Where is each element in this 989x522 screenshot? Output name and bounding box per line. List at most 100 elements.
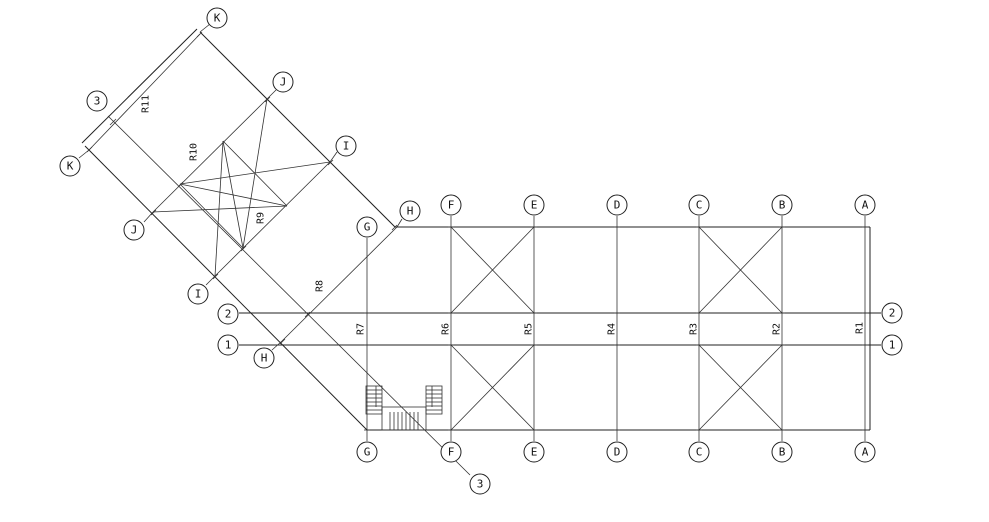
grid-label-k-lower: K — [67, 160, 74, 173]
grid-bubbles-bottom: A B C D E F G — [356, 441, 876, 463]
bracing — [450, 344, 535, 431]
leader-i — [329, 151, 338, 163]
wing-end-line — [81, 28, 198, 144]
leader-i-lower — [205, 275, 216, 286]
frame-labels: R1 R2 R3 R4 R5 R6 R7 R8 R9 R10 R11 — [141, 95, 866, 335]
grid-bubble-a-top — [854, 194, 876, 216]
grid-label-e-top: E — [531, 199, 538, 212]
grid-line-k — [88, 33, 201, 151]
node-ticks — [364, 226, 868, 431]
grid-line-j — [152, 98, 268, 213]
bracing — [214, 140, 224, 277]
grid-bubble-e-top — [523, 194, 545, 216]
grid-label-3-upper: 3 — [94, 95, 101, 108]
grid-bubble-h-upper — [399, 200, 421, 222]
grid-bubble-3-lower — [469, 473, 491, 495]
grid-bubble-f-top — [440, 194, 462, 216]
grid-bubble-i-upper — [335, 135, 357, 157]
grid-bubble-d-bottom — [606, 441, 628, 463]
grid-label-g-bottom: G — [364, 446, 371, 459]
grid-bubble-2-left — [217, 303, 239, 325]
bracing — [450, 226, 535, 314]
grid-bubble-c-top — [688, 194, 710, 216]
rotated-wing — [78, 23, 471, 476]
grid-label-1-right: 1 — [889, 339, 896, 352]
grid-bubble-3-upper — [86, 90, 108, 112]
grid-bubble-d-top — [606, 194, 628, 216]
grid-label-g-top: G — [364, 221, 371, 234]
grid-label-d-top: D — [614, 199, 621, 212]
grid-bubble-j-upper — [272, 71, 294, 93]
grid-bubble-b-top — [771, 194, 793, 216]
grid-label-c-top: C — [696, 199, 703, 212]
grid-bubble-k-lower — [59, 155, 81, 177]
leader-h — [396, 218, 403, 228]
frame-label-r11: R11 — [141, 95, 152, 113]
grid-bubble-g-bottom — [356, 441, 378, 463]
grid-bubble-h-lower — [253, 347, 275, 369]
frame-label-r5: R5 — [524, 323, 535, 335]
grid-label-3-lower: 3 — [477, 478, 484, 491]
grid-label-b-bottom: B — [779, 446, 786, 459]
straight-wing — [239, 216, 881, 441]
grid-label-j-lower: J — [131, 224, 138, 237]
bracing — [222, 140, 288, 207]
frame-label-r6: R6 — [441, 323, 452, 335]
grid-bubble-e-bottom — [523, 441, 545, 463]
grid-label-b-top: B — [779, 199, 786, 212]
grid-label-a-top: A — [862, 199, 869, 212]
grid-bubbles-rows: 2 1 2 1 — [217, 302, 903, 356]
grid-label-j-upper: J — [280, 76, 287, 89]
bracing — [698, 226, 783, 314]
grid-label-h-upper: H — [407, 205, 414, 218]
frame-label-r2: R2 — [772, 323, 783, 335]
grid-line-3 — [107, 115, 471, 476]
grid-bubble-c-bottom — [688, 441, 710, 463]
frame-label-r10: R10 — [189, 143, 200, 161]
grid-bubble-1-right — [881, 334, 903, 356]
grid-bubbles-top: A B C D E F G — [356, 194, 876, 238]
grid-label-f-bottom: F — [448, 446, 455, 459]
bracing — [222, 140, 244, 249]
wing-node-ticks — [86, 31, 398, 345]
grid-label-k-upper: K — [214, 12, 221, 25]
grid-bubble-a-bottom — [854, 441, 876, 463]
grid-bubble-i-lower — [187, 283, 209, 305]
grid-line-h — [281, 226, 398, 342]
grid-label-d-bottom: D — [614, 446, 621, 459]
leader-k — [199, 23, 211, 33]
leader-j-lower — [143, 211, 154, 223]
staircase — [365, 385, 443, 431]
leader-j — [266, 89, 277, 100]
bracing — [152, 205, 288, 213]
leader-h-lower — [271, 340, 283, 351]
grid-label-1-left: 1 — [225, 339, 232, 352]
wing-south-edge — [84, 145, 368, 431]
grid-bubble-b-bottom — [771, 441, 793, 463]
wing-north-edge — [199, 31, 396, 228]
grid-label-f-top: F — [448, 199, 455, 212]
grid-label-i-lower: I — [195, 288, 202, 301]
grid-label-a-bottom: A — [862, 446, 869, 459]
grid-label-c-bottom: C — [696, 446, 703, 459]
grid-bubble-k-upper — [206, 7, 228, 29]
grid-bubble-j-lower — [123, 219, 145, 241]
bracing — [179, 183, 244, 249]
grid-label-h-lower: H — [261, 352, 268, 365]
grid-label-i-upper: I — [343, 140, 350, 153]
grid-line-i — [214, 161, 331, 277]
grid-label-2-left: 2 — [225, 308, 232, 321]
frame-label-r7: R7 — [356, 323, 367, 335]
grid-label-e-bottom: E — [531, 446, 538, 459]
grid-bubbles-wing: K K J J I I H H 3 3 — [59, 7, 491, 495]
grid-bubble-2-right — [881, 302, 903, 324]
frame-label-r9: R9 — [256, 212, 267, 224]
frame-label-r8: R8 — [315, 280, 326, 292]
grid-bubble-g-top — [356, 216, 378, 238]
grid-label-2-right: 2 — [889, 307, 896, 320]
grid-bubble-1-left — [217, 334, 239, 356]
frame-label-r3: R3 — [689, 323, 700, 335]
bracing — [698, 344, 783, 431]
frame-label-r1: R1 — [855, 322, 866, 334]
